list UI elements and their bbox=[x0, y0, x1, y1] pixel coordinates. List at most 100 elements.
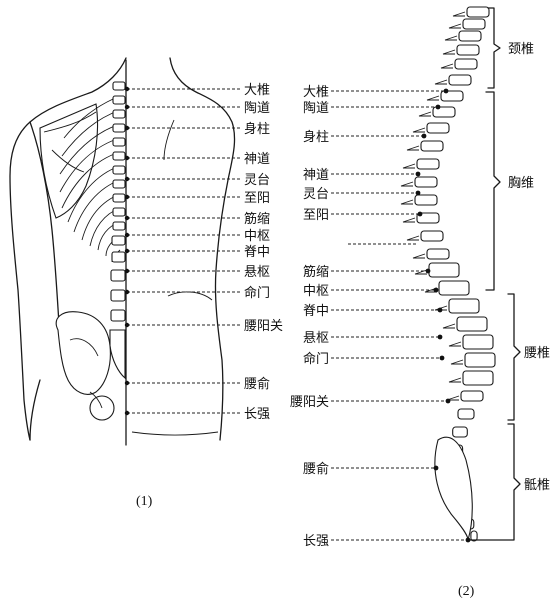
right-point-label: 陶道 bbox=[303, 100, 329, 116]
spinous-process bbox=[434, 305, 448, 311]
right-point-dot bbox=[445, 398, 451, 404]
spinous-process bbox=[450, 359, 464, 365]
right-leader-lines bbox=[331, 88, 471, 543]
left-point-dot bbox=[124, 322, 130, 328]
right-point-dot bbox=[433, 287, 439, 293]
left-point-dot bbox=[124, 289, 130, 295]
vertebra bbox=[460, 390, 484, 402]
vertebra bbox=[426, 248, 450, 260]
right-point-label: 腰俞 bbox=[303, 461, 329, 477]
right-point-dot bbox=[443, 88, 449, 94]
right-point-dot bbox=[421, 133, 427, 139]
spinous-process bbox=[452, 11, 466, 17]
left-point-dot bbox=[124, 268, 130, 274]
body-outline bbox=[169, 57, 236, 441]
left-point-label: 悬枢 bbox=[244, 265, 270, 280]
vertebra bbox=[448, 74, 472, 86]
vertebra bbox=[440, 90, 464, 102]
left-caption: (1) bbox=[136, 494, 153, 509]
vertebra bbox=[454, 58, 478, 70]
vertebra bbox=[426, 122, 450, 134]
spinous-process bbox=[448, 23, 462, 29]
left-point-dot bbox=[124, 380, 130, 386]
left-point-label: 长强 bbox=[244, 407, 270, 422]
right-point-label: 脊中 bbox=[303, 304, 329, 319]
vertebra bbox=[457, 408, 475, 420]
left-point-dot bbox=[124, 215, 130, 221]
right-point-label: 中枢 bbox=[303, 284, 329, 299]
left-point-label: 身柱 bbox=[244, 121, 270, 137]
spinous-process bbox=[412, 127, 426, 133]
spinous-process bbox=[406, 145, 420, 151]
left-point-label: 筋缩 bbox=[244, 211, 270, 227]
region-label-sacral: 骶椎 bbox=[524, 478, 550, 493]
vertebra bbox=[438, 280, 470, 296]
spinous-process bbox=[402, 163, 416, 169]
vertebra bbox=[428, 262, 460, 278]
vertebra bbox=[462, 18, 486, 30]
left-point-label: 至阳 bbox=[244, 191, 270, 206]
right-point-dot bbox=[437, 334, 443, 340]
spinous-process bbox=[448, 341, 462, 347]
spinous-process bbox=[402, 217, 416, 223]
pelvis bbox=[55, 311, 111, 395]
left-point-label: 腰俞 bbox=[244, 376, 270, 392]
right-point-dot bbox=[415, 171, 421, 177]
left-point-dot bbox=[124, 86, 130, 92]
left-point-dot bbox=[124, 176, 130, 182]
right-point-label: 神道 bbox=[303, 168, 329, 183]
left-point-label: 中枢 bbox=[244, 229, 270, 244]
vertebra bbox=[414, 176, 438, 188]
vertebra bbox=[458, 30, 482, 42]
right-point-label: 灵台 bbox=[303, 187, 329, 202]
spinous-process bbox=[442, 323, 456, 329]
vertebra bbox=[420, 230, 444, 242]
region-label-cervical: 颈椎 bbox=[508, 42, 534, 57]
vertebra bbox=[432, 106, 456, 118]
right-point-dot bbox=[415, 190, 421, 196]
left-point-dot bbox=[124, 410, 130, 416]
vertebra bbox=[466, 6, 490, 18]
left-point-label: 陶道 bbox=[244, 100, 270, 116]
left-point-label: 灵台 bbox=[244, 173, 270, 188]
vertebra bbox=[464, 352, 496, 368]
left-point-label: 腰阳关 bbox=[244, 319, 283, 334]
left-point-dot bbox=[124, 155, 130, 161]
vertebra bbox=[414, 194, 438, 206]
spinous-process bbox=[440, 63, 454, 69]
spinous-process bbox=[412, 253, 426, 259]
vertebra bbox=[416, 212, 440, 224]
region-label-lumbar: 腰椎 bbox=[524, 346, 550, 361]
vertebra bbox=[416, 158, 440, 170]
right-point-label: 筋缩 bbox=[303, 264, 329, 280]
left-point-dot bbox=[124, 125, 130, 131]
vertebra bbox=[420, 140, 444, 152]
sacrum bbox=[434, 436, 473, 541]
back-view-figure bbox=[9, 57, 236, 446]
right-point-label: 至阳 bbox=[303, 208, 329, 223]
left-point-label: 脊中 bbox=[244, 245, 270, 260]
right-point-label: 腰阳关 bbox=[290, 395, 329, 410]
spinous-process bbox=[426, 95, 440, 101]
right-point-label: 命门 bbox=[303, 351, 329, 367]
left-leader-lines bbox=[124, 86, 240, 416]
right-point-dot bbox=[433, 465, 439, 471]
region-brackets bbox=[469, 7, 521, 541]
left-point-label: 神道 bbox=[244, 152, 270, 167]
right-point-label: 大椎 bbox=[303, 85, 329, 100]
right-caption: (2) bbox=[458, 584, 475, 599]
right-point-dot bbox=[425, 268, 431, 274]
left-point-dot bbox=[124, 194, 130, 200]
spinous-process bbox=[406, 235, 420, 241]
vertebra bbox=[456, 44, 480, 56]
spine-side-view bbox=[400, 6, 496, 542]
spinous-process bbox=[418, 111, 432, 117]
vertebra bbox=[470, 530, 478, 542]
right-point-label: 悬枢 bbox=[303, 331, 329, 346]
left-point-dot bbox=[124, 248, 130, 254]
spinous-process bbox=[448, 377, 462, 383]
spine-column-left bbox=[109, 59, 127, 446]
left-point-label: 大椎 bbox=[244, 83, 270, 98]
